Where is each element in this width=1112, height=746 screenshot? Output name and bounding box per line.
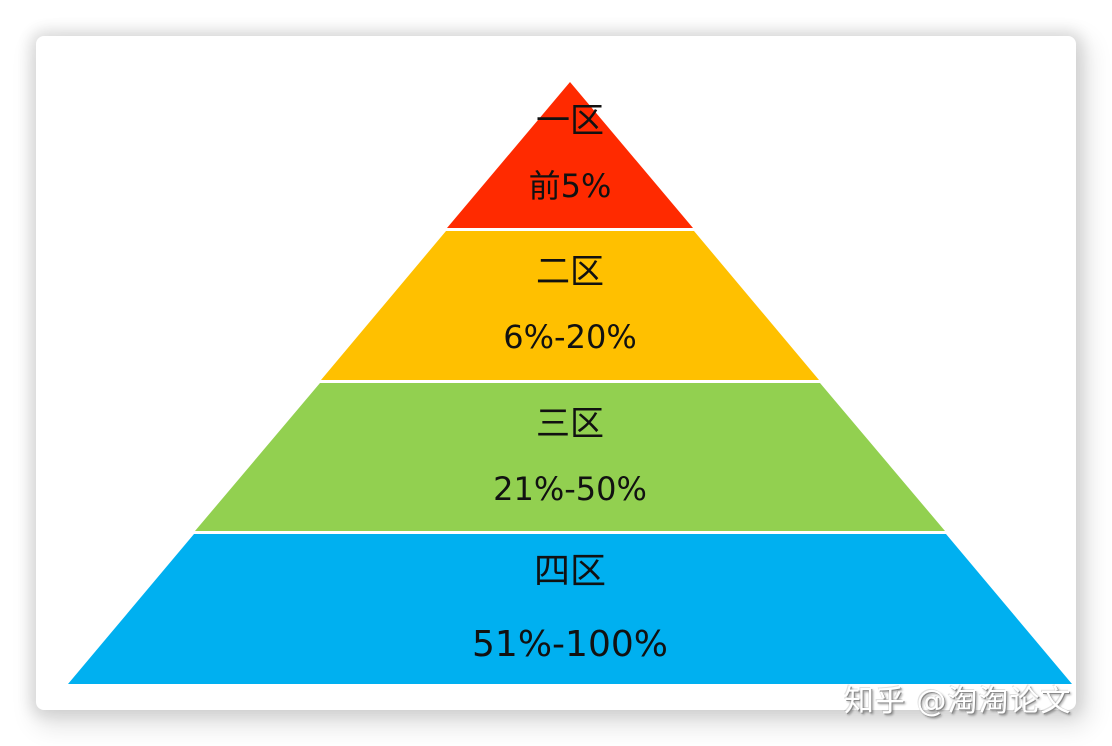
tier-4-title: 四区 [534,551,606,592]
tier-1-title: 一区 [536,101,604,141]
tier-2-range: 6%-20% [503,318,636,356]
tier-4-shape [68,534,1072,684]
tier-2-title: 二区 [536,252,604,292]
tier-3-range: 21%-50% [493,470,647,508]
tier-1: 一区 前5% [447,82,693,228]
tier-2-shape [321,231,819,380]
tier-1-range: 前5% [529,167,612,205]
tier-3-title: 三区 [536,404,604,444]
watermark: 知乎 @淘淘论文 [844,684,1072,719]
tier-3-shape [195,383,945,531]
tier-1-shape [447,82,693,228]
tier-3: 三区 21%-50% [195,383,945,531]
tier-4-range: 51%-100% [472,624,668,665]
tier-4: 四区 51%-100% [68,534,1072,684]
tier-2: 二区 6%-20% [321,231,819,380]
